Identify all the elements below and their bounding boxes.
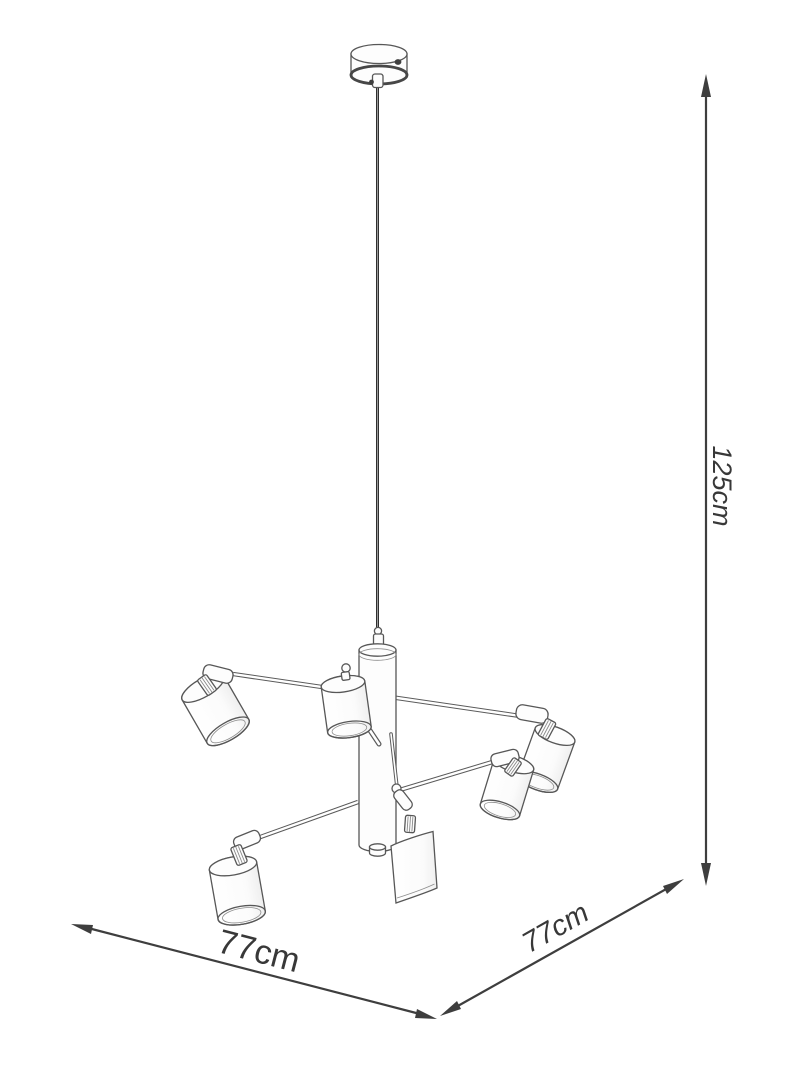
arrow-up-icon — [701, 74, 711, 97]
central-column — [358, 626, 397, 857]
height-dimension: 125cm — [701, 74, 737, 886]
shade-knob — [341, 663, 351, 673]
arrow-right-icon — [415, 1009, 437, 1019]
arrow-right-icon — [663, 879, 684, 894]
lamp-shade-5 — [208, 855, 267, 926]
width-dimension: 77cm — [71, 923, 437, 1019]
arrow-left-icon — [440, 1001, 461, 1016]
canopy-screw-hole — [394, 59, 402, 65]
height-dimension-label: 125cm — [707, 445, 737, 526]
arrow-left-icon — [71, 924, 93, 934]
cable-grip — [371, 73, 384, 89]
arrow-down-icon — [701, 863, 711, 886]
lamp-shade-2 — [320, 674, 372, 739]
lamp-shade-6 — [390, 830, 438, 904]
knurled-connectors — [197, 674, 557, 866]
ceiling-canopy — [349, 43, 409, 89]
depth-dimension: 77cm — [440, 879, 684, 1016]
